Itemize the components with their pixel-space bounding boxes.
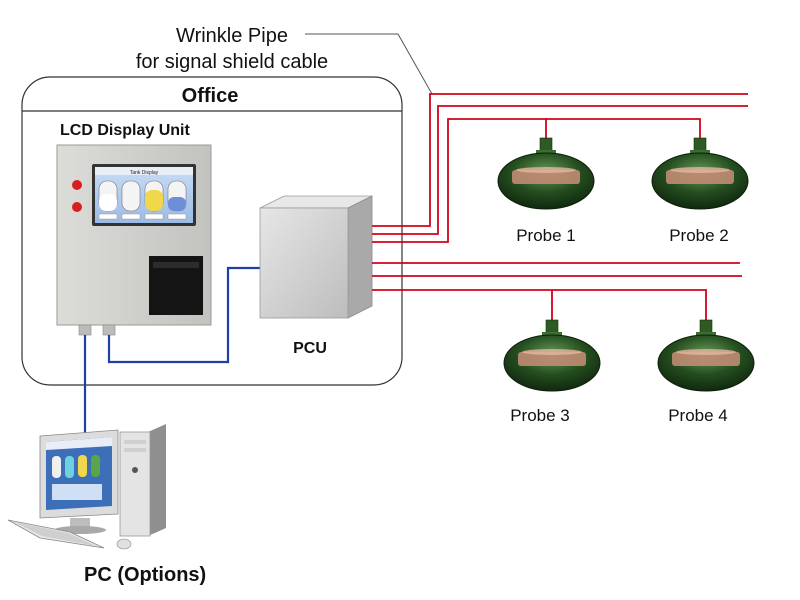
annotation-line-2: for signal shield cable [136,51,328,73]
lcd-title: LCD Display Unit [60,122,190,139]
lcd-screen-header: Tank Display [130,170,159,176]
pcu-label: PCU [293,340,327,357]
probe-4-tank [657,319,755,392]
pcu-box [259,195,373,319]
signal-wires [372,93,748,320]
lcd-to-pcu-cable [107,266,262,364]
red-indicator-light [72,202,82,212]
probe-3-tank [503,319,601,392]
probe-2-tank [651,137,749,210]
red-indicator-light [72,180,82,190]
signal-wire-probe-4 [552,289,707,320]
signal-wire-probe-1 [372,118,547,243]
probe-2-label: Probe 2 [669,226,729,245]
pc-computer [7,424,166,550]
annotation-line-1: Wrinkle Pipe [176,25,288,47]
signal-wire-probe-2 [546,118,701,138]
probe-4-label: Probe 4 [668,406,728,425]
annotation-leader-line [305,33,433,95]
probe-3-label: Probe 3 [510,406,570,425]
office-title: Office [182,85,239,107]
signal-wire-probe-3 [372,289,553,320]
probe-1-tank [497,137,595,210]
mouse [116,538,132,550]
office-boundary [21,76,403,386]
pc-label: PC (Options) [84,564,206,586]
signal-wire-2 [372,105,748,235]
probe-1-label: Probe 1 [516,226,576,245]
lcd-display-unit: Tank Display [56,144,212,336]
signal-wire-1 [372,93,748,227]
